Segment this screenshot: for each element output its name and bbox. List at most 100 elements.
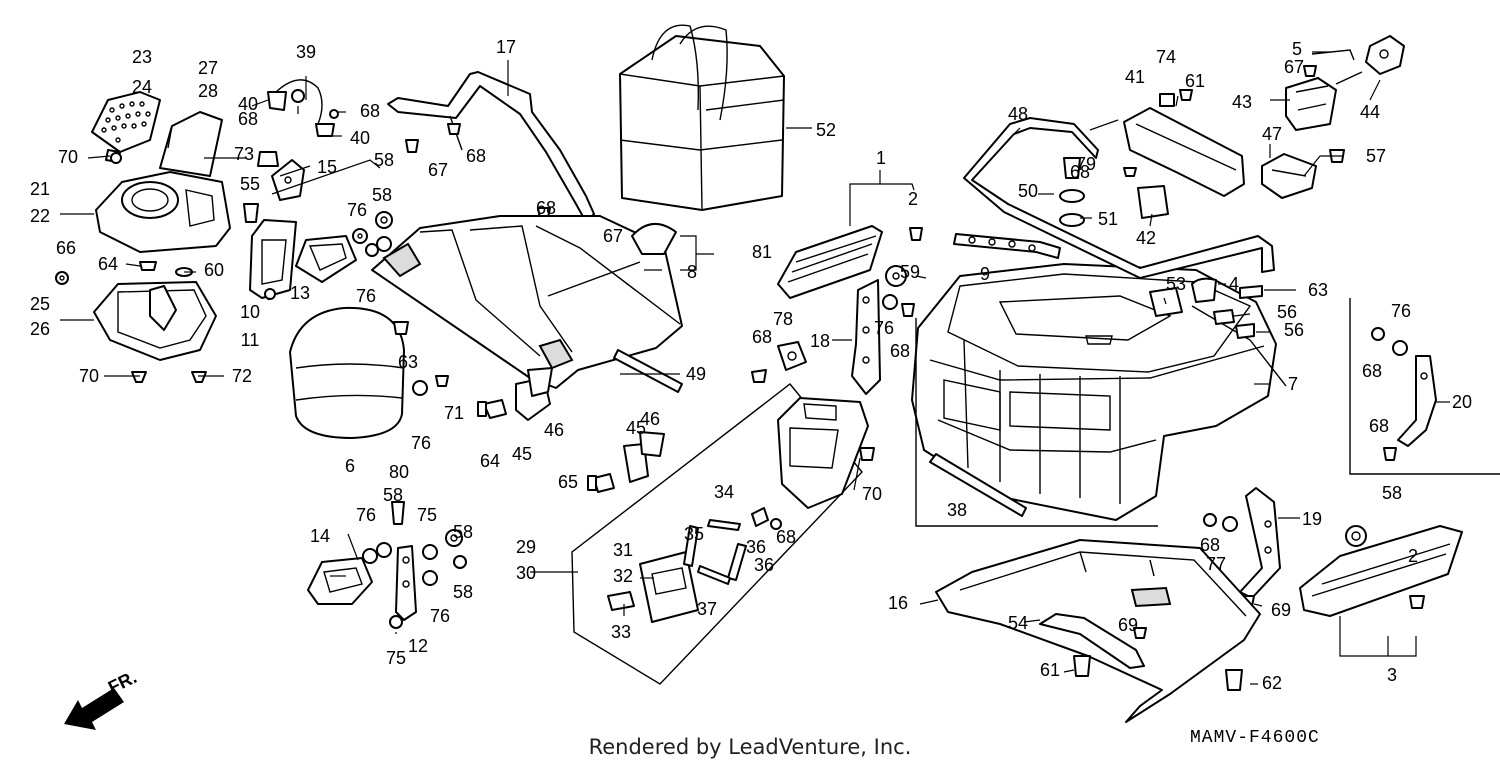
callout-76: 76 (356, 286, 376, 306)
part-41-bracket (1123, 107, 1245, 197)
fasteners-56-63 (1213, 285, 1263, 339)
callout-68: 68 (752, 327, 772, 347)
callout-22: 22 (30, 206, 50, 226)
credit-line: Rendered by LeadVenture, Inc. (588, 735, 912, 759)
callout-16: 16 (888, 593, 908, 613)
frame-29-30 (571, 383, 863, 685)
callout-36: 36 (746, 537, 766, 557)
part-1-tail-lamp (777, 225, 883, 299)
callout-29: 29 (516, 537, 536, 557)
callout-37: 37 (697, 599, 717, 619)
callout-58: 58 (1382, 483, 1402, 503)
callout-78: 78 (773, 309, 793, 329)
fastener-70-left (131, 371, 147, 383)
callout-54: 54 (1008, 613, 1028, 633)
fastener-63-left (139, 261, 157, 271)
callout-41: 41 (1125, 67, 1145, 87)
callout-72: 72 (232, 366, 252, 386)
callout-40: 40 (350, 128, 370, 148)
fasteners-73-60 (1159, 89, 1193, 107)
part-42-pad (1137, 185, 1169, 219)
callout-67: 67 (603, 226, 623, 246)
part-54-inner-bracket (1039, 613, 1145, 669)
part-49-rod (613, 349, 683, 393)
washers-58-76-upper (352, 211, 393, 257)
part-15-bracket (271, 159, 305, 201)
part-27-28-cover (159, 111, 223, 177)
part-6-backrest (289, 306, 405, 439)
part-pouch (777, 397, 869, 509)
fastener-55 (243, 203, 259, 223)
callout-2: 2 (1408, 546, 1418, 566)
frame-20 (1349, 298, 1500, 475)
fasteners-20-side (1371, 327, 1408, 461)
callout-73: 73 (234, 144, 254, 164)
callout-13: 13 (290, 283, 310, 303)
callout-76: 76 (347, 200, 367, 220)
callout-68: 68 (890, 341, 910, 361)
fasteners-66-57 (1303, 65, 1345, 163)
part-81-cap (631, 223, 677, 255)
callout-68: 68 (1070, 162, 1090, 182)
callout-1: 1 (876, 148, 886, 168)
callout-21: 21 (30, 179, 50, 199)
part-23-24-grille (91, 91, 161, 163)
part-64-bolt-lower (587, 473, 615, 493)
callout-30: 30 (516, 563, 536, 583)
callout-15: 15 (317, 157, 337, 177)
callout-69: 69 (1118, 615, 1138, 635)
callout-20: 20 (1452, 392, 1472, 412)
callout-4: 4 (1229, 274, 1239, 294)
callout-70: 70 (862, 484, 882, 504)
part-20-handle (1397, 355, 1437, 447)
callout-63: 63 (1308, 280, 1328, 300)
part-12-bracket (395, 545, 417, 621)
callout-19: 19 (1302, 509, 1322, 529)
washer-76-mid (412, 380, 428, 396)
fastener-70-mid (435, 375, 449, 387)
callout-76: 76 (411, 433, 431, 453)
callout-60: 60 (204, 260, 224, 280)
callout-26: 26 (30, 319, 50, 339)
callout-17: 17 (496, 37, 516, 57)
callout-49: 49 (686, 364, 706, 384)
fastener-65 (55, 271, 69, 285)
part-45-46-latch-upper (515, 367, 553, 421)
part-17-rail (387, 71, 595, 223)
callout-31: 31 (613, 540, 633, 560)
callout-64: 64 (480, 451, 500, 471)
callout-38: 38 (947, 500, 967, 520)
callout-33: 33 (611, 622, 631, 642)
part-39-cable (267, 79, 335, 137)
part-53-clip (1149, 287, 1183, 317)
callout-25: 25 (30, 294, 50, 314)
callout-76: 76 (874, 318, 894, 338)
callout-34: 34 (714, 482, 734, 502)
callout-56: 56 (1284, 320, 1304, 340)
part-5-rod-44-key (1311, 35, 1405, 85)
callout-3: 3 (1387, 665, 1397, 685)
callout-46: 46 (640, 409, 660, 429)
callout-24: 24 (132, 77, 152, 97)
callout-81: 81 (752, 242, 772, 262)
callout-45: 45 (512, 444, 532, 464)
callout-63: 63 (398, 352, 418, 372)
part-4-cap (1191, 277, 1217, 303)
callout-59: 59 (900, 262, 920, 282)
fastener-70-pouch (859, 447, 875, 461)
callout-10: 10 (240, 302, 260, 322)
washers-58-75-76-lower (362, 501, 467, 629)
fasteners-50-51-78 (1059, 157, 1137, 227)
callout-58: 58 (453, 522, 473, 542)
part-21-22-inner-panel (95, 171, 231, 253)
callout-42: 42 (1136, 228, 1156, 248)
callout-67: 67 (1284, 57, 1304, 77)
part-52-bag (619, 24, 785, 211)
callout-69: 69 (1271, 600, 1291, 620)
part-18-bracket (851, 279, 881, 395)
callout-64: 64 (98, 254, 118, 274)
callout-65: 65 (558, 472, 578, 492)
fasteners-61-69 (1073, 627, 1243, 691)
